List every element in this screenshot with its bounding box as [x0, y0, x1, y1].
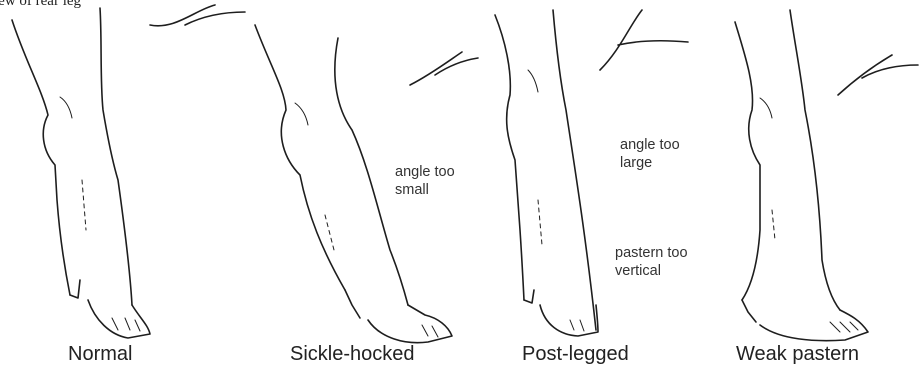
caption-sickle-hocked: Sickle-hocked	[290, 343, 415, 366]
note-angle-too-small: angle too small	[395, 163, 485, 199]
caption-normal: Normal	[68, 343, 132, 366]
normal-leg-drawing	[12, 5, 245, 338]
weak-pastern-leg-drawing	[735, 10, 918, 341]
caption-weak-pastern: Weak pastern	[736, 343, 859, 366]
note-pastern-too-vertical: pastern too vertical	[615, 244, 710, 280]
caption-post-legged: Post-legged	[522, 343, 629, 366]
post-legged-leg-drawing	[495, 10, 688, 336]
note-angle-too-large: angle too large	[620, 136, 710, 172]
